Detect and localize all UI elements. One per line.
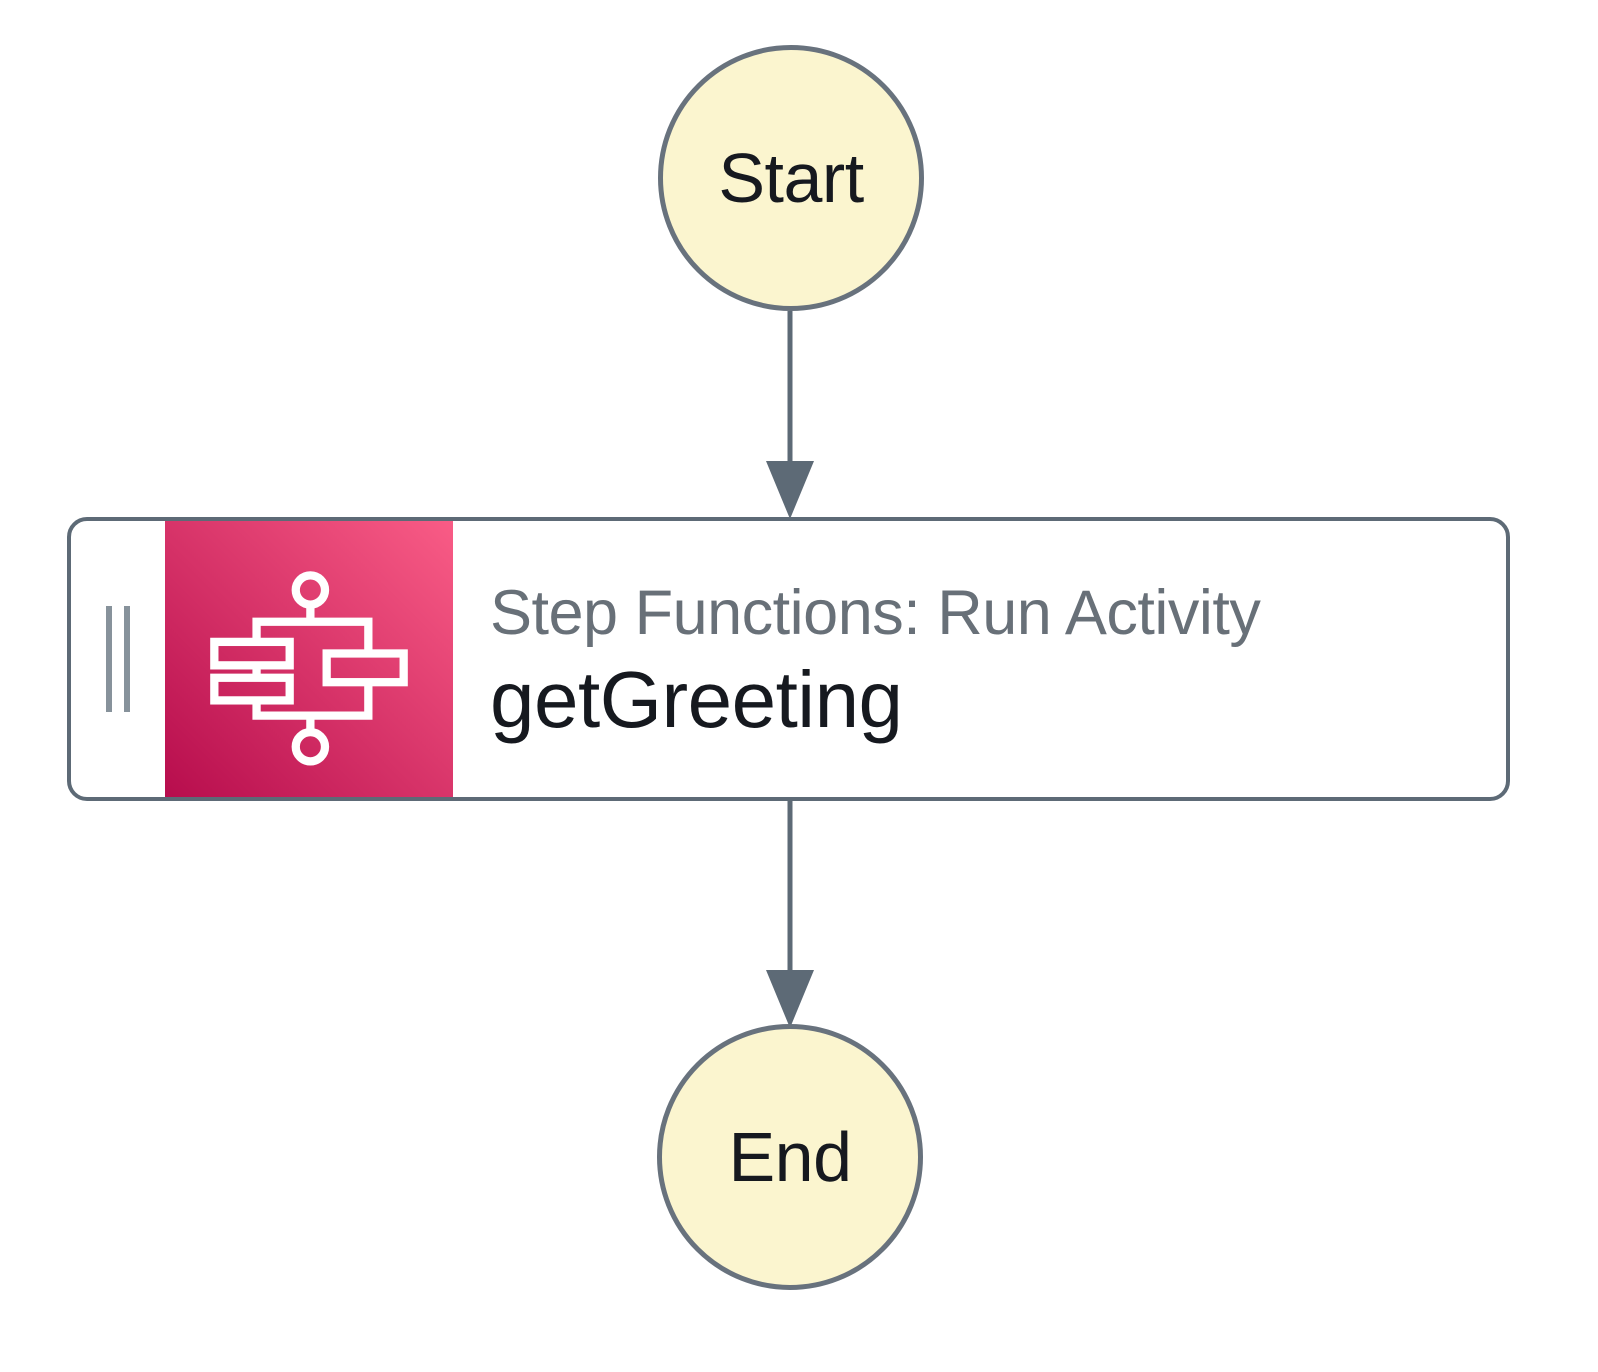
start-node: Start: [658, 45, 924, 311]
connector-start-to-task: [766, 311, 814, 519]
task-text-block: Step Functions: Run Activity getGreeting: [453, 521, 1506, 797]
task-node-getgreeting[interactable]: Step Functions: Run Activity getGreeting: [67, 517, 1510, 801]
task-service-label: Step Functions: Run Activity: [490, 577, 1261, 648]
arrowhead-icon: [766, 970, 814, 1028]
drag-handle-bar-icon: [124, 606, 130, 712]
step-functions-glyph: [210, 571, 408, 766]
connector-task-to-end: [766, 800, 814, 1028]
end-node-label: End: [728, 1118, 852, 1196]
arrowhead-icon: [766, 461, 814, 519]
drag-handle-bar-icon: [106, 606, 112, 712]
task-state-name: getGreeting: [490, 654, 903, 744]
start-node-label: Start: [718, 139, 864, 217]
drag-handle[interactable]: [71, 521, 165, 797]
end-node: End: [657, 1024, 923, 1290]
step-functions-icon: [165, 521, 453, 797]
